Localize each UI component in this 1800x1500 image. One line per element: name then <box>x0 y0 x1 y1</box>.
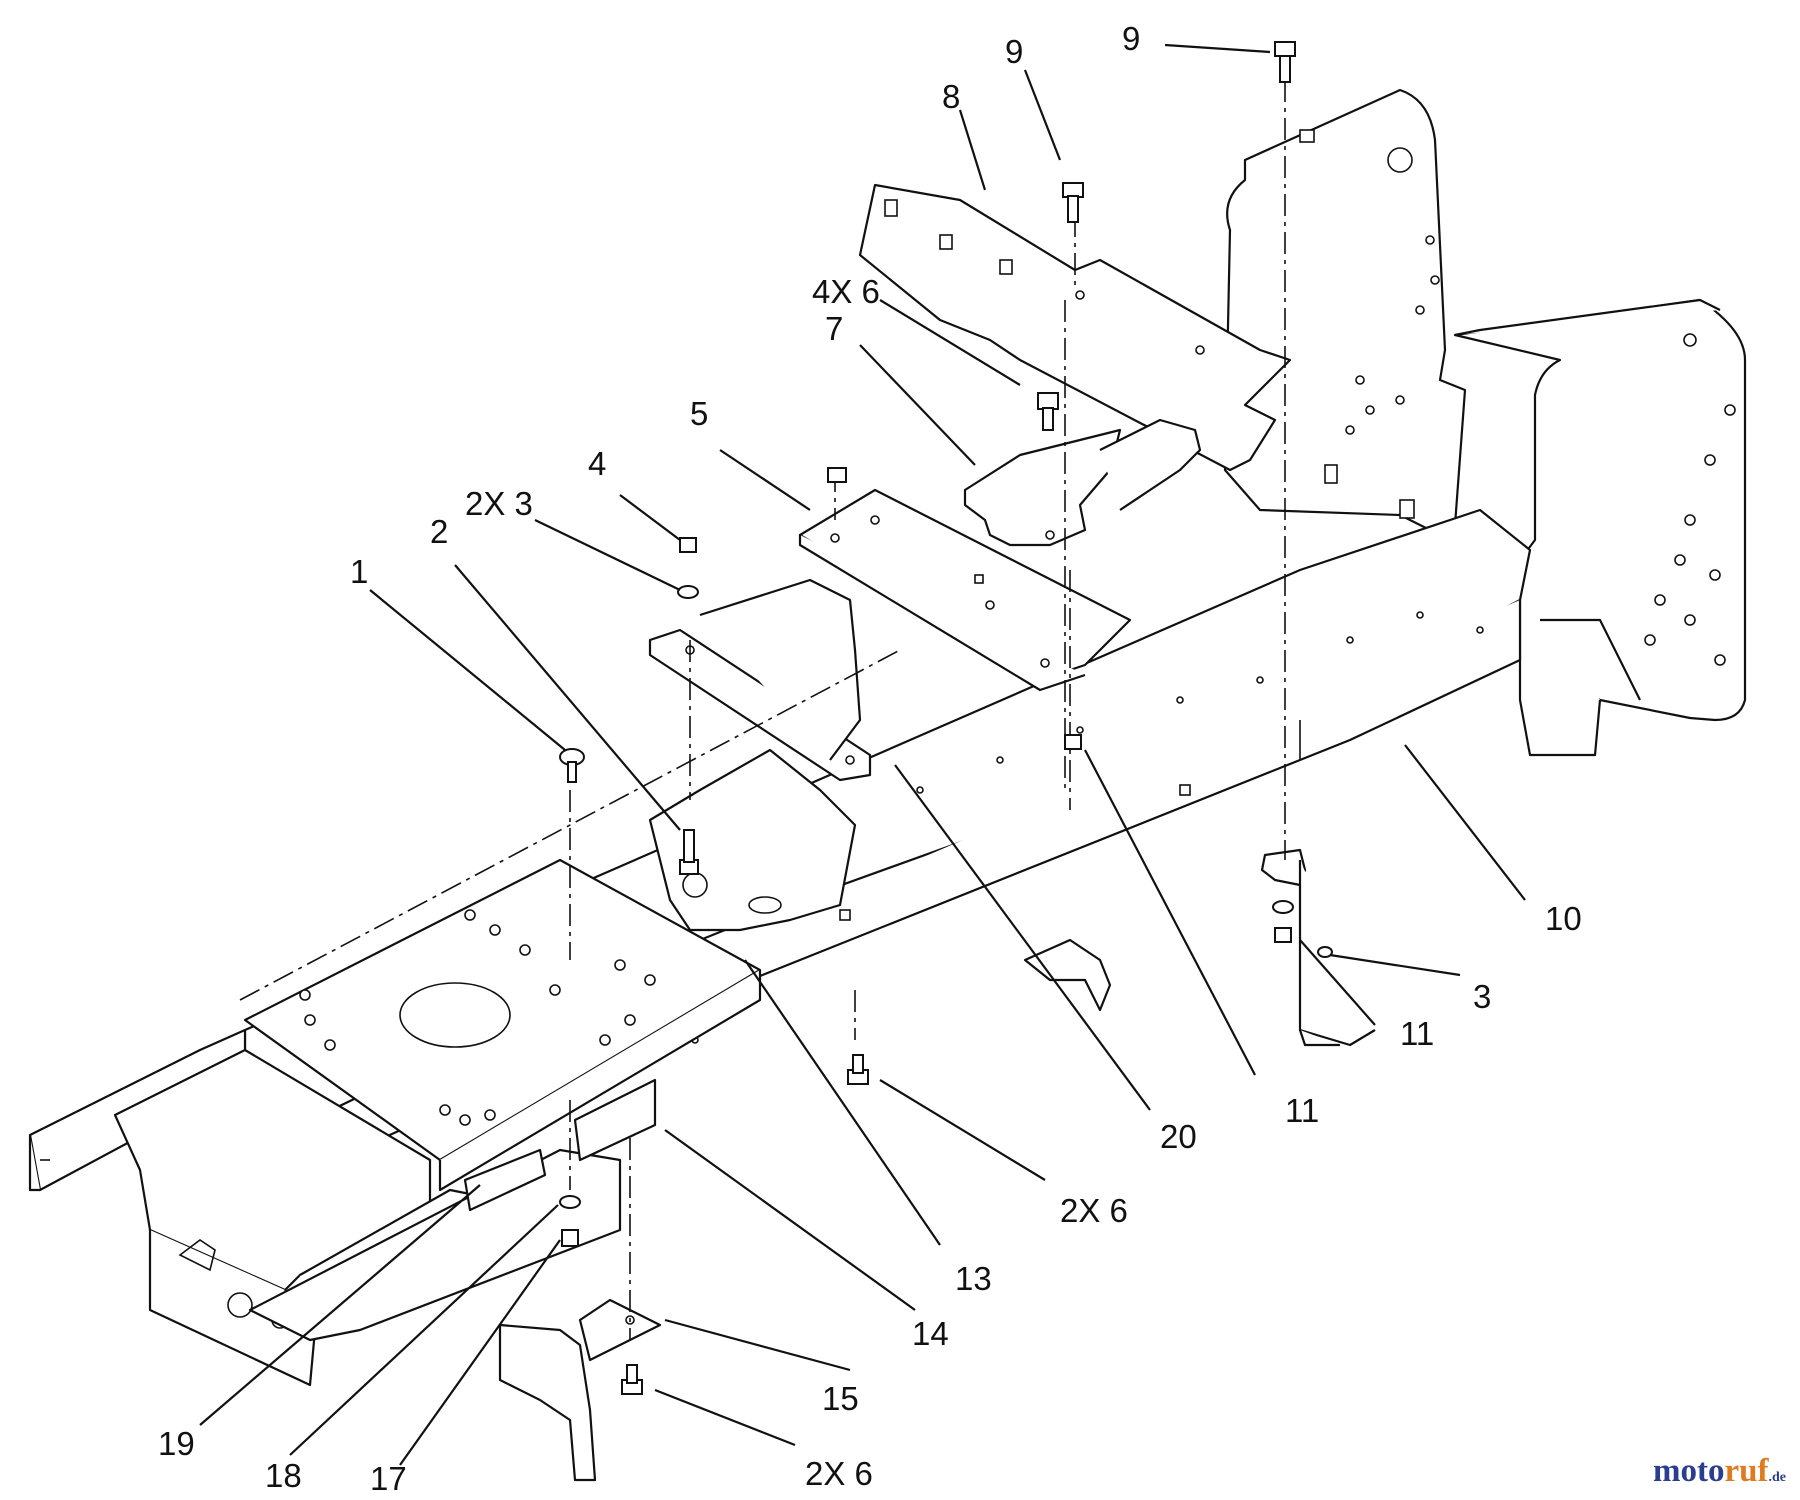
callout-19: 19 <box>158 1425 195 1462</box>
callout-7: 7 <box>825 310 843 347</box>
foot-bracket <box>498 1298 662 1482</box>
callout-14: 14 <box>912 1315 949 1352</box>
center-plate <box>243 858 762 1192</box>
callout-labels: 1 2 2X 3 4 5 4X 6 7 8 9 9 10 3 11 11 20 … <box>158 20 1582 1497</box>
callout-5: 5 <box>690 395 708 432</box>
callout-2x3: 2X 3 <box>465 485 533 522</box>
drop-bracket <box>648 748 1112 1012</box>
watermark-part-a: moto <box>1653 1453 1725 1489</box>
callout-9b: 9 <box>1122 20 1140 57</box>
callout-9a: 9 <box>1005 33 1023 70</box>
watermark-part-b: ruf <box>1724 1453 1769 1489</box>
callout-2: 2 <box>430 513 448 550</box>
rear-hanger <box>1260 848 1376 1047</box>
callout-4x6: 4X 6 <box>812 273 880 310</box>
fasteners <box>559 41 1333 1395</box>
leader-lines <box>199 43 1526 1466</box>
mount-plate <box>798 488 1132 692</box>
callout-11a: 11 <box>1400 1015 1434 1052</box>
rear-side-plate <box>1453 298 1747 757</box>
cross-bar <box>648 578 872 782</box>
cross-bracket <box>858 183 1415 519</box>
callout-15: 15 <box>822 1380 859 1417</box>
callout-8: 8 <box>942 78 960 115</box>
watermark-part-c: .de <box>1768 1470 1787 1485</box>
callout-17: 17 <box>370 1460 407 1497</box>
callout-3: 3 <box>1473 978 1491 1015</box>
callout-4: 4 <box>588 445 606 482</box>
callout-18: 18 <box>265 1457 302 1494</box>
callout-10: 10 <box>1545 900 1582 937</box>
callout-13: 13 <box>955 1260 992 1297</box>
upright-panel <box>1223 88 1467 532</box>
angle-bracket <box>963 418 1202 547</box>
callout-20: 20 <box>1160 1118 1197 1155</box>
callout-2x6a: 2X 6 <box>1060 1192 1128 1229</box>
callout-1: 1 <box>350 553 368 590</box>
left-side-beam <box>248 1148 622 1342</box>
callout-11b: 11 <box>1285 1092 1319 1129</box>
watermark-logo: motoruf.de <box>1653 1453 1786 1490</box>
callout-2x6b: 2X 6 <box>805 1455 873 1492</box>
